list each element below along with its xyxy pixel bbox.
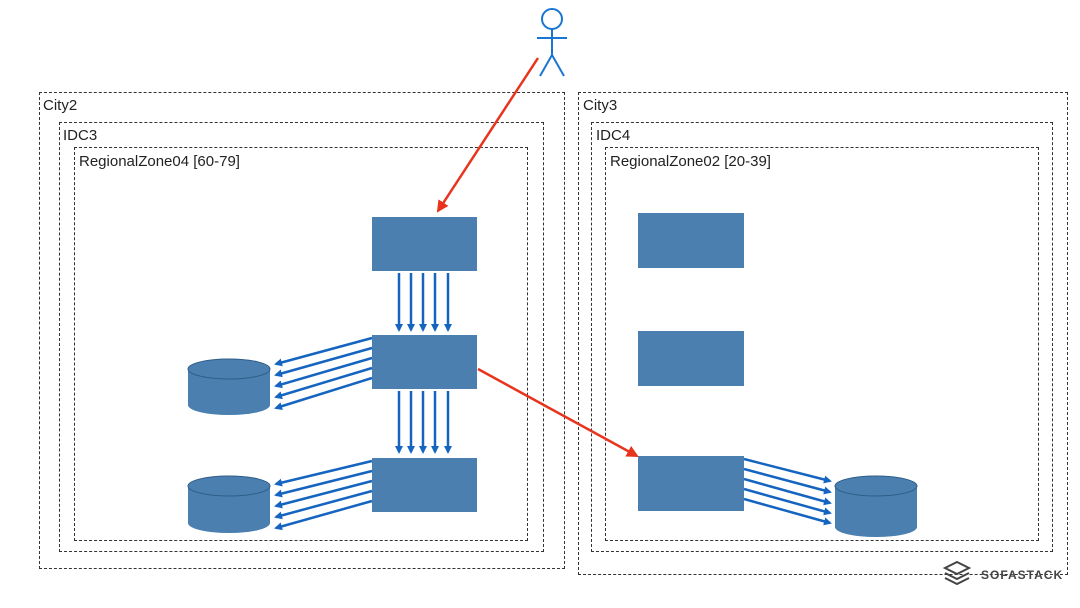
idc4-label: IDC4 (596, 127, 631, 144)
zone02-label: RegionalZone02 [20-39] (610, 153, 771, 170)
zone02-service-box-bottom (638, 456, 744, 511)
sofastack-logo-icon (942, 560, 972, 586)
sofastack-logo-text: SOFASTACK (981, 568, 1064, 582)
zone02-service-box-middle (638, 331, 744, 386)
database-cylinder-lower-left (187, 475, 271, 533)
zone04-service-box-middle (372, 335, 477, 389)
city3-region (578, 92, 1068, 575)
arrows-right-box-to-db (743, 457, 832, 526)
zone02-region (605, 147, 1039, 541)
red-arrow-middle-to-remote-box (477, 367, 639, 458)
zone04-service-box-bottom (372, 458, 477, 512)
stick-figure-user-icon (537, 8, 567, 77)
arrows-middle-to-upper-db (274, 336, 373, 411)
database-cylinder-upper-left (187, 358, 271, 415)
zone04-service-box-top (372, 217, 477, 271)
arrows-bottom-to-lower-db (274, 459, 373, 531)
idc3-label: IDC3 (63, 127, 98, 144)
city2-region (39, 92, 565, 569)
city3-label: City3 (583, 97, 618, 114)
arrows-top-to-middle (395, 273, 452, 332)
idc3-region (59, 122, 544, 552)
arrows-middle-to-bottom (395, 391, 452, 454)
zone02-service-box-top (638, 213, 744, 268)
red-arrow-user-to-top-box (436, 57, 540, 213)
zone04-region (74, 147, 528, 541)
zone04-label: RegionalZone04 [60-79] (79, 153, 240, 170)
idc4-region (591, 122, 1053, 552)
database-cylinder-right (834, 475, 918, 537)
city2-label: City2 (43, 97, 78, 114)
